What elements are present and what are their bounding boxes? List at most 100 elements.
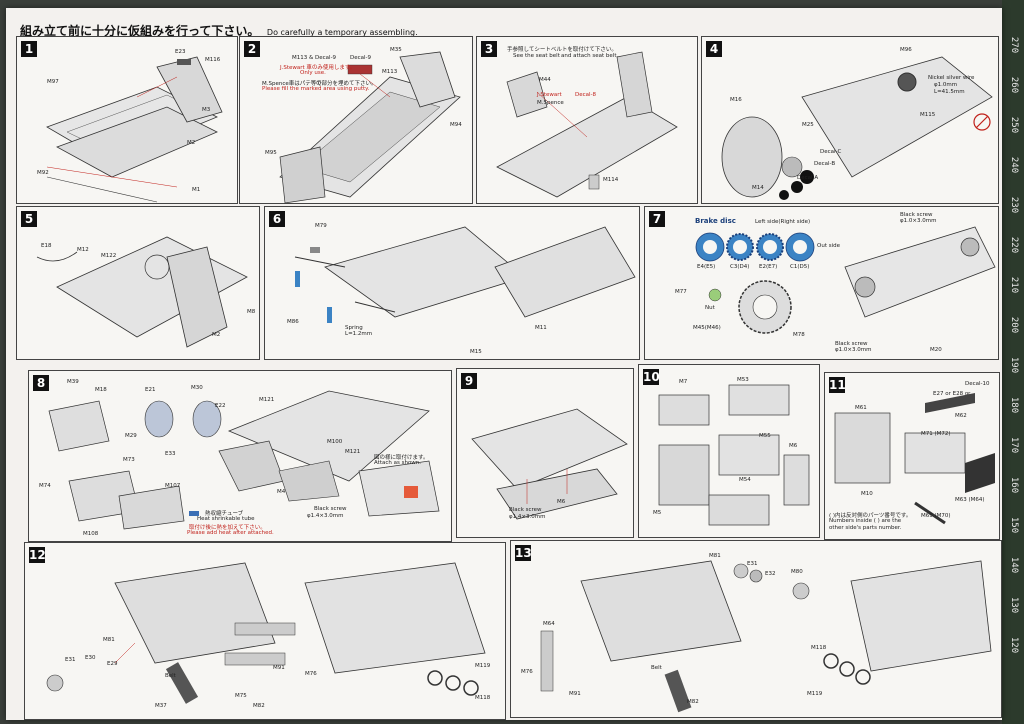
part-label: M78	[793, 332, 805, 338]
part-label: M11	[535, 325, 547, 331]
step-number: 3	[481, 41, 497, 57]
decal-label: Decal-C	[820, 149, 842, 155]
step-note: φ1.0×3.0mm	[835, 347, 872, 353]
part-label: M100	[327, 439, 343, 445]
part-label: M119	[807, 691, 823, 697]
step-note: Please add heat after attached.	[187, 530, 274, 536]
engine-heads-drawing	[834, 393, 995, 525]
part-label: M114	[603, 177, 619, 183]
part-label: M54	[739, 477, 751, 483]
part-label: E22	[215, 403, 226, 409]
step-note: φ1.0mm	[934, 82, 958, 88]
step-number: 1	[21, 41, 37, 57]
part-label: M81	[103, 637, 115, 643]
step-note: の部分を埋めて下さい。	[316, 81, 377, 87]
part-label: M119	[475, 663, 491, 669]
part-label: M44	[539, 77, 551, 83]
seat-belt-drawing	[496, 51, 678, 198]
part-label: M116	[205, 57, 221, 63]
step-note: J.Stewart 車のみ使用します。	[280, 65, 356, 71]
step-number: 7	[649, 211, 665, 227]
part-label: M6	[789, 443, 798, 449]
step-note: M.Spence	[537, 100, 564, 106]
part-label: M61	[855, 405, 867, 411]
part-label: M91	[273, 665, 285, 671]
step-number: 9	[461, 373, 477, 389]
step-note: Nickel silver wire	[928, 75, 975, 81]
part-label: M8	[247, 309, 256, 315]
decal-label: Decal-B	[814, 161, 836, 167]
part-label: M71 (M72)	[921, 431, 951, 437]
part-label: M107	[165, 483, 181, 489]
step-number: 5	[21, 211, 37, 227]
step-3-panel: 3 手参照してシートベルトを取付けて下さい。 See the seat belt…	[476, 36, 698, 204]
part-label: M7	[679, 379, 688, 385]
part-label: M64	[543, 621, 555, 627]
frame-assembly-drawing	[36, 236, 248, 348]
step-number: 11	[829, 377, 846, 393]
part-label: M30	[191, 385, 203, 391]
step-12-panel: 12 Belt M81 E31 E30 E29 M119 M118 M76 M7…	[24, 542, 506, 720]
part-label: E18	[41, 243, 52, 249]
header-title-jp: 組み立て前に十分に仮組みを行って下さい。	[20, 24, 260, 38]
step-note: Numbers inside ( ) are the	[829, 518, 902, 524]
part-label: M4	[277, 489, 286, 495]
step-10-panel: 10 M7 M53 M55 M5 M54 M6	[638, 364, 820, 538]
step-note: L=1.2mm	[345, 331, 373, 337]
step-note: M.Spence車はパテ等で	[262, 81, 322, 87]
decal-label: Decal-10	[965, 381, 990, 387]
step-2-panel: 2 M113 & Decal-9 Decal-9 J.Stewart 車のみ使用…	[239, 36, 473, 204]
step-note: Only use.	[300, 70, 326, 76]
part-label: M74	[39, 483, 51, 489]
part-label: M69 (M70)	[921, 513, 951, 519]
part-label: M75	[235, 693, 247, 699]
step-6-panel: 6 Spring L=1.2mm M79 M86 M11 M15	[264, 206, 640, 360]
part-label: M10	[861, 491, 873, 497]
part-label: M63 (M64)	[955, 497, 985, 503]
part-label: M6	[557, 499, 566, 505]
part-label: M79	[315, 223, 327, 229]
step-note: Black screw	[900, 212, 933, 218]
step-note: Black screw	[509, 507, 542, 513]
step-note: φ1.4×3.0mm	[509, 514, 546, 520]
part-label: M2	[187, 140, 196, 146]
decal-label: Decal-9	[350, 55, 372, 61]
part-label: M18	[95, 387, 107, 393]
part-label: M118	[475, 695, 491, 701]
step-number: 6	[269, 211, 285, 227]
step-note: Out side	[817, 243, 840, 249]
step-note: Please fill the marked area using putty.	[262, 86, 370, 92]
part-label: M29	[125, 433, 137, 439]
front-suspension-drawing	[294, 226, 636, 323]
part-label: M97	[47, 79, 59, 85]
part-label: C3(D4)	[730, 264, 750, 270]
part-label: E32	[765, 571, 776, 577]
part-label: M55	[759, 433, 771, 439]
cowling-drawing	[48, 390, 440, 530]
part-label: M14	[752, 185, 764, 191]
part-label: M2	[212, 332, 221, 338]
part-label: M25	[802, 122, 814, 128]
part-label: E33	[165, 451, 176, 457]
part-label: M91	[569, 691, 581, 697]
step-13-panel: 13 Belt M81 M64 E32 E31 M80 M76 M119 M11…	[510, 540, 1002, 718]
step-note: Belt	[651, 665, 662, 671]
part-label: C1(D5)	[790, 264, 810, 270]
part-label: M12	[77, 247, 89, 253]
page-header: 組み立て前に十分に仮組みを行って下さい。 Do carefully a temp…	[20, 22, 418, 39]
step-8-panel: 8 図の様に取付けます。 Attach as shown. 熱収縮チューブ He…	[28, 370, 452, 542]
step-note: Nut	[705, 305, 715, 311]
step-note: and attach seat belt.	[561, 53, 619, 59]
part-label: M53	[737, 377, 749, 383]
step-number: 2	[244, 41, 260, 57]
step-number: 13	[515, 545, 532, 561]
step-note: Black screw	[835, 341, 868, 347]
part-label: M62	[955, 413, 967, 419]
part-label: M45(M46)	[693, 325, 721, 331]
part-label: M73	[123, 457, 135, 463]
rear-bulkhead-drawing	[721, 56, 993, 200]
step-1-panel: 1 E23 M116 M97 M3 M2 M92 M1	[16, 36, 238, 204]
step-7-panel: 7 Brake disc Left side(Right side) E4(E5…	[644, 206, 999, 360]
part-label: M121	[259, 397, 275, 403]
